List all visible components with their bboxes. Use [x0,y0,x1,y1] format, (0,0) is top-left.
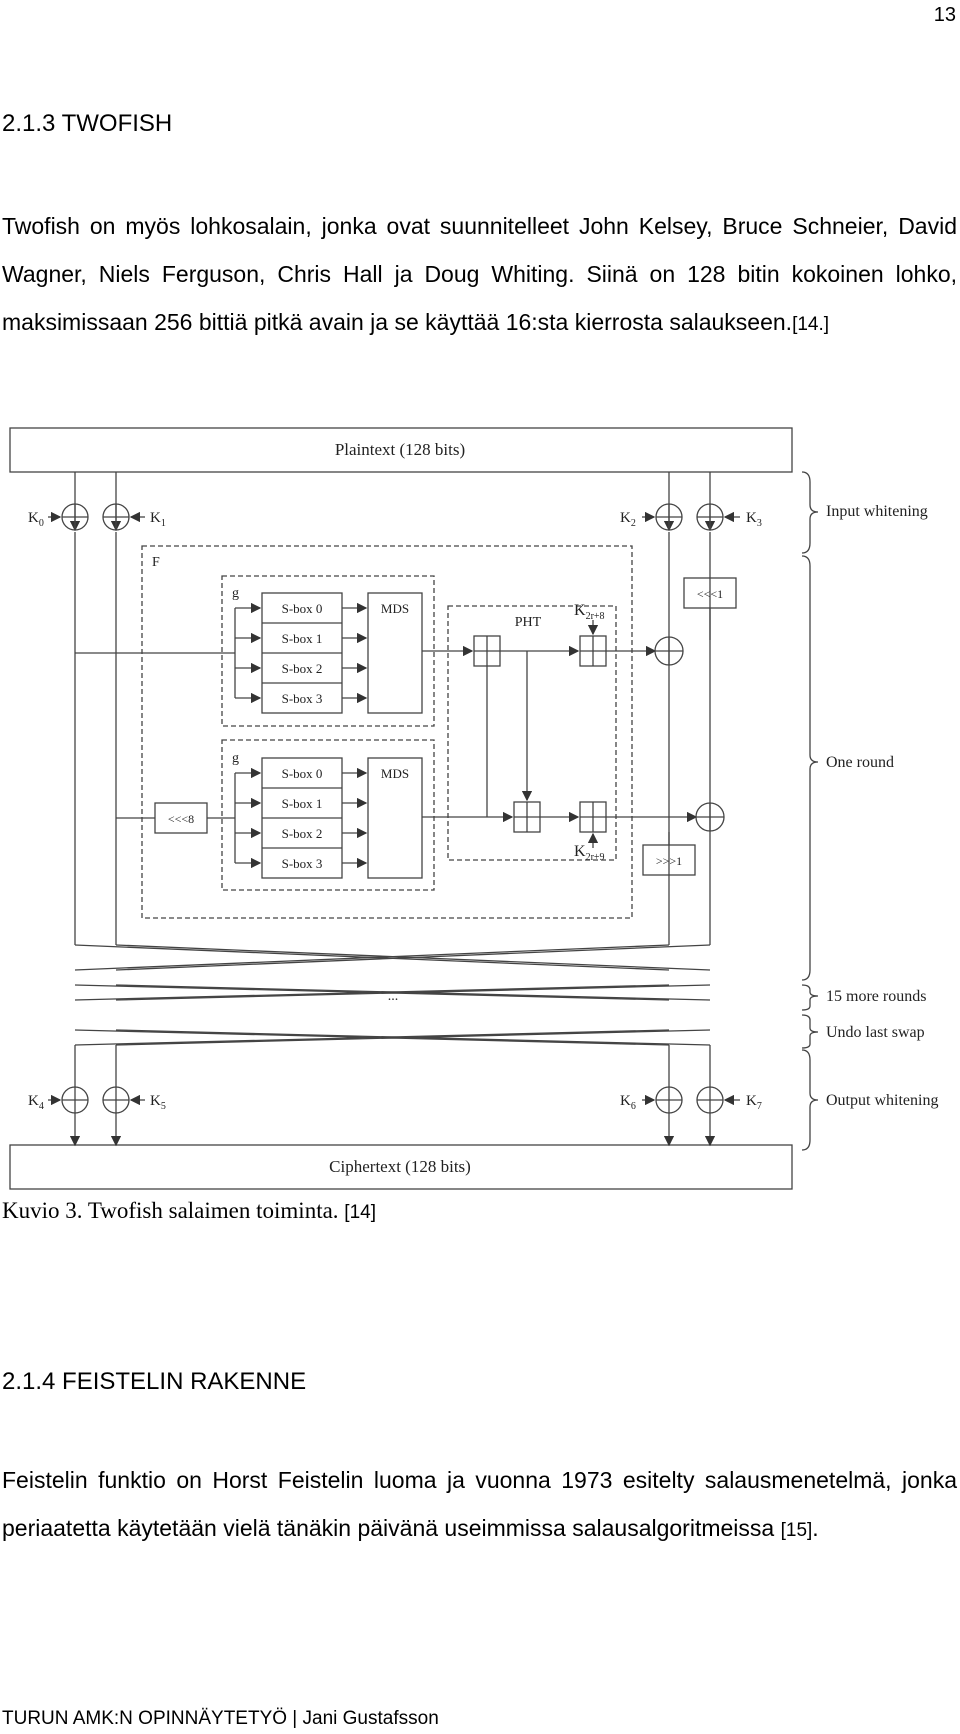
key-k2r9: K2r+9 [574,843,605,863]
sbox-lower-1: S-box 1 [282,796,323,811]
sbox-upper-1: S-box 1 [282,631,323,646]
sbox-upper-3: S-box 3 [282,691,323,706]
caption-text: Kuvio 3. Twofish salaimen toiminta. [2,1198,339,1223]
paragraph-end: . [812,1515,819,1541]
sbox-lower-0: S-box 0 [282,766,323,781]
section-heading-feistel: 2.1.4 FEISTELIN RAKENNE [2,1368,307,1395]
twofish-diagram: Plaintext (128 bits) Ciphertext (128 bit… [9,427,938,1190]
key-k6: K6 [620,1093,636,1112]
page-number: 13 [933,4,956,26]
key-k0: K0 [28,510,44,529]
sbox-upper-2: S-box 2 [282,661,323,676]
brace-label-undo-swap: Undo last swap [826,1024,925,1041]
key-k1: K1 [150,510,166,529]
mds-upper: MDS [381,601,409,616]
paragraph-twofish: Twofish on myös lohkosalain, jonka ovat … [2,202,957,349]
brace-label-output-whitening: Output whitening [826,1092,938,1109]
key-k3: K3 [746,510,762,529]
f-function-label: F [152,555,160,570]
brace-label-input-whitening: Input whitening [826,503,928,520]
ciphertext-box [9,1144,793,1190]
sbox-upper-0: S-box 0 [282,601,323,616]
rotate-right-1-label: >>>1 [656,854,682,868]
pht-label: PHT [515,615,542,630]
plaintext-label: Plaintext (128 bits) [335,440,465,459]
g-function-label-upper: g [232,586,239,601]
key-k2r8: K2r+8 [574,602,605,622]
brace-label-one-round: One round [826,754,894,771]
rotate-left-8-label: <<<8 [168,812,194,826]
section-heading-twofish: 2.1.3 TWOFISH [2,110,173,137]
paragraph-text: Feistelin funktio on Horst Feistelin luo… [2,1467,957,1541]
paragraph-text: Twofish on myös lohkosalain, jonka ovat … [2,213,957,335]
page-footer: TURUN AMK:N OPINNÄYTETYÖ | Jani Gustafss… [2,1708,439,1729]
key-k5: K5 [150,1093,166,1112]
g-function-label-lower: g [232,751,239,766]
mds-lower: MDS [381,766,409,781]
key-k7: K7 [746,1093,762,1112]
rotate-left-1-label: <<<1 [697,587,723,601]
plaintext-box [9,427,793,473]
citation: [14.] [792,314,830,335]
brace-label-more-rounds: 15 more rounds [826,988,926,1005]
sbox-lower-3: S-box 3 [282,856,323,871]
ciphertext-label: Ciphertext (128 bits) [329,1157,471,1176]
caption-citation: [14] [344,1202,376,1223]
figure-caption: Kuvio 3. Twofish salaimen toiminta. [14] [2,1198,376,1224]
sbox-lower-2: S-box 2 [282,826,323,841]
citation: [15] [780,1520,813,1541]
paragraph-feistel: Feistelin funktio on Horst Feistelin luo… [2,1456,957,1555]
key-k4: K4 [28,1093,44,1112]
ellipsis: ... [388,989,399,1004]
key-k2: K2 [620,510,636,529]
